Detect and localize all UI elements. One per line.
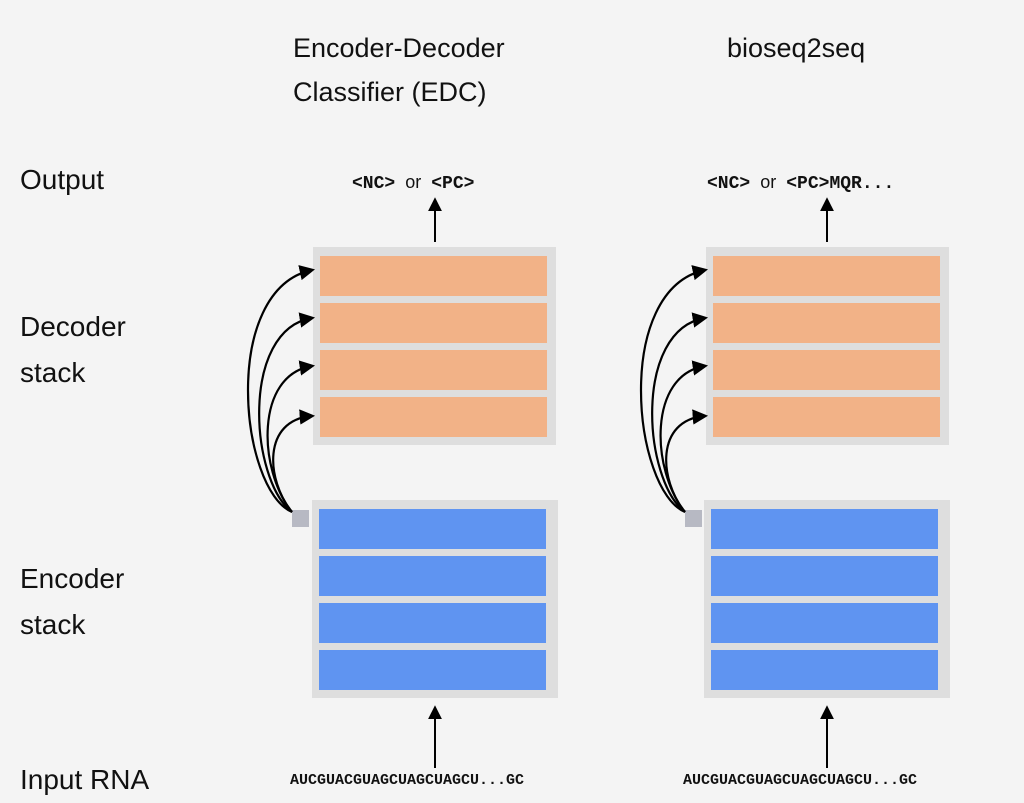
row-label-encoder-line1: Encoder bbox=[20, 563, 125, 594]
bioseq2seq-cross-attention-arrow bbox=[665, 409, 709, 513]
edc-decoder-layer bbox=[320, 303, 547, 343]
edc-encoder-layer bbox=[319, 509, 546, 549]
edc-input-sequence: AUCGUACGUAGCUAGCUAGCU...GC bbox=[290, 772, 525, 789]
edc-decoder-layer bbox=[320, 350, 547, 390]
edc-encoder-stack bbox=[312, 500, 558, 698]
edc-decoder-stack bbox=[313, 247, 556, 445]
bioseq2seq-output-token-pc: <PC>MQR... bbox=[786, 174, 895, 194]
row-label-decoder: Decoder stack bbox=[20, 304, 126, 396]
row-label-output: Output bbox=[20, 164, 105, 195]
edc-decoder-layer bbox=[320, 397, 547, 437]
edc-decoder-layer bbox=[320, 256, 547, 296]
edc-output-token-nc: <NC> bbox=[352, 174, 396, 194]
edc-encoder-layer bbox=[319, 556, 546, 596]
row-label-encoder-line2: stack bbox=[20, 609, 86, 640]
bioseq2seq-decoder-layer bbox=[713, 303, 940, 343]
bioseq2seq-decoder-layer bbox=[713, 397, 940, 437]
edc-output-token-pc: <PC> bbox=[431, 174, 475, 194]
bioseq2seq-decoder-layer bbox=[713, 256, 940, 296]
edc-encoder-output-handle bbox=[292, 510, 309, 527]
bioseq2seq-decoder-layer bbox=[713, 350, 940, 390]
edc-encoder-layer bbox=[319, 603, 546, 643]
bioseq2seq-output-or: or bbox=[760, 172, 777, 192]
row-label-input: Input RNA bbox=[20, 764, 150, 795]
edc-cross-attention-arrow bbox=[247, 265, 316, 514]
edc-title-line2: Classifier (EDC) bbox=[293, 77, 487, 107]
edc-encoder-layer bbox=[319, 650, 546, 690]
bioseq2seq-cross-attention-arrow bbox=[640, 265, 709, 514]
edc-output-or: or bbox=[405, 172, 422, 192]
bioseq2seq-encoder-stack bbox=[704, 500, 950, 698]
edc-cross-attention-arrow bbox=[258, 312, 316, 513]
bioseq2seq-encoder-layer bbox=[711, 650, 938, 690]
bioseq2seq-encoder-layer bbox=[711, 603, 938, 643]
bioseq2seq-output-token-nc: <NC> bbox=[707, 174, 751, 194]
bioseq2seq-cross-attention-arrow bbox=[651, 312, 709, 513]
edc-output: <NC> or <PC> bbox=[352, 172, 474, 194]
bioseq2seq-title-line1: bioseq2seq bbox=[727, 33, 866, 63]
bioseq2seq-title: bioseq2seq bbox=[727, 26, 865, 70]
row-label-decoder-line2: stack bbox=[20, 357, 86, 388]
edc-title-line1: Encoder-Decoder bbox=[293, 33, 505, 63]
bioseq2seq-input-sequence: AUCGUACGUAGCUAGCUAGCU...GC bbox=[683, 772, 918, 789]
bioseq2seq-output: <NC> or <PC>MQR... bbox=[707, 172, 894, 194]
row-label-decoder-line1: Decoder bbox=[20, 311, 126, 342]
bioseq2seq-decoder-stack bbox=[706, 247, 949, 445]
bioseq2seq-encoder-output-handle bbox=[685, 510, 702, 527]
bioseq2seq-encoder-layer bbox=[711, 509, 938, 549]
bioseq2seq-encoder-layer bbox=[711, 556, 938, 596]
edc-cross-attention-arrow bbox=[272, 409, 316, 513]
edc-title: Encoder-Decoder Classifier (EDC) bbox=[293, 26, 505, 114]
row-label-encoder: Encoder stack bbox=[20, 556, 124, 648]
